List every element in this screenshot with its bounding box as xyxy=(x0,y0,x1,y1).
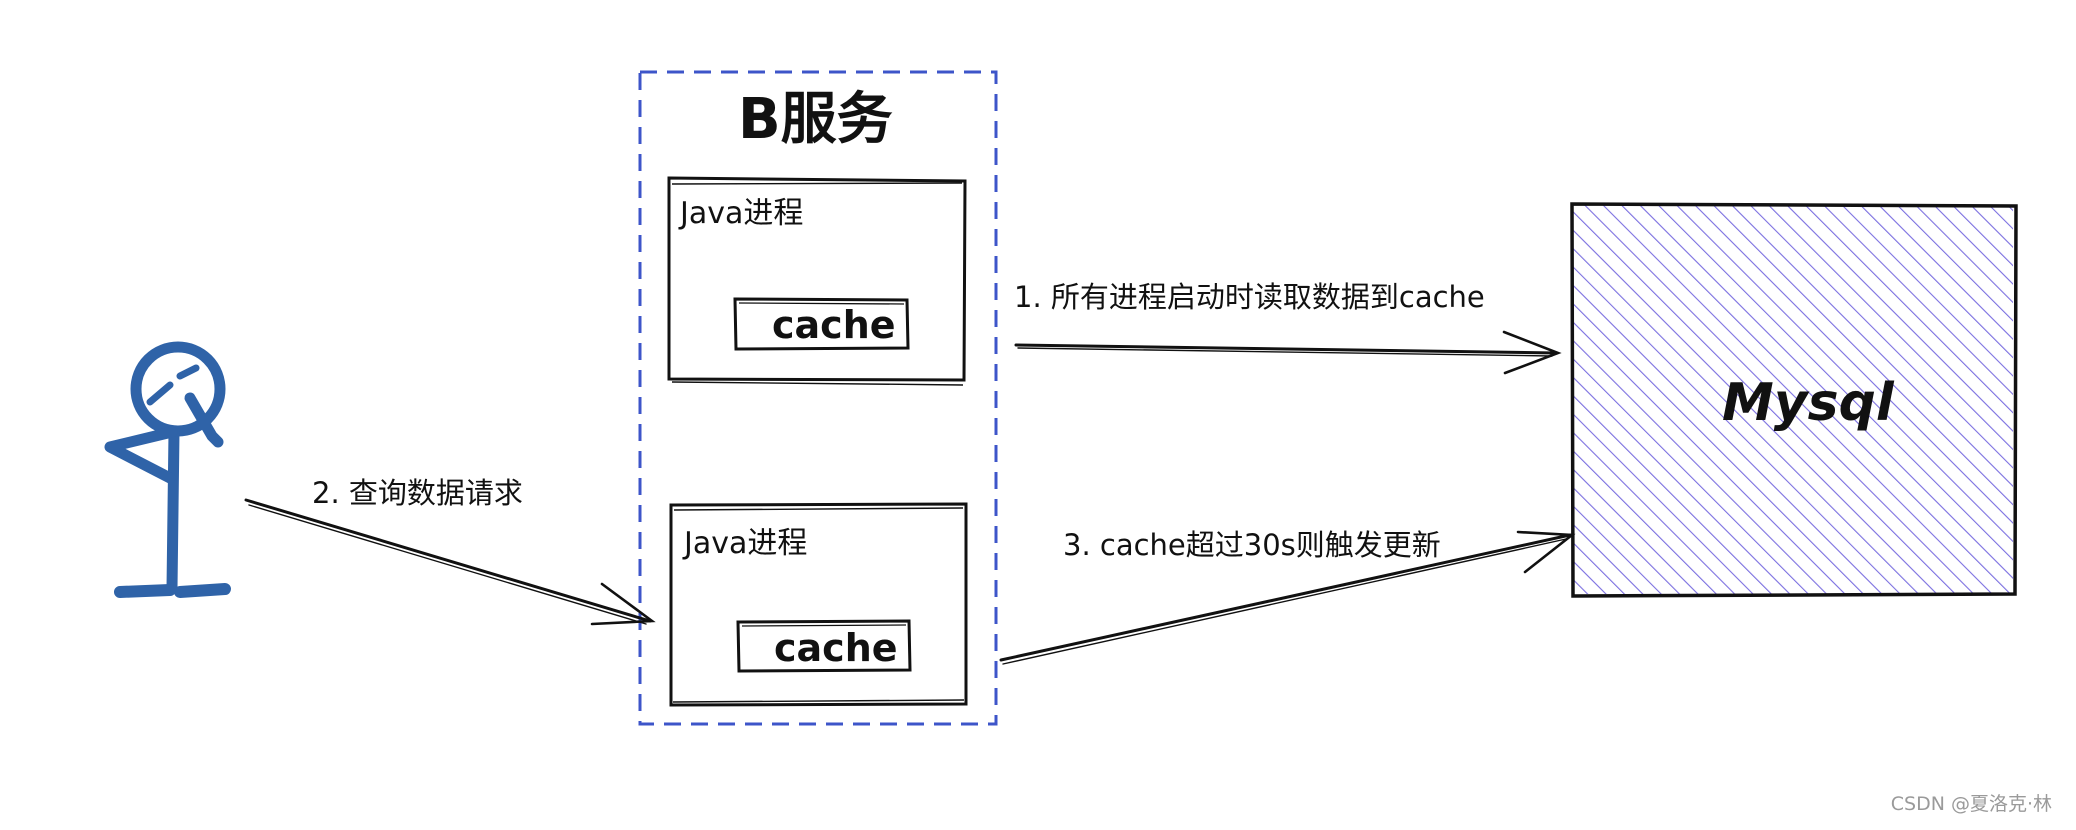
user-figure-icon xyxy=(104,341,231,598)
mysql-database: Mysql xyxy=(1570,202,2018,598)
arrow-load-on-start-label: 1. 所有进程启动时读取数据到cache xyxy=(1014,280,1485,314)
arrow-query-request xyxy=(244,498,656,626)
cache-2-label: cache xyxy=(774,626,898,670)
arrow-load-on-start xyxy=(1014,330,1562,375)
watermark: CSDN @夏洛克·林 xyxy=(1890,793,2052,815)
user-feet xyxy=(114,583,231,598)
java-process-1: Java进程 cache xyxy=(667,176,967,386)
java-process-2-label: Java进程 xyxy=(682,526,807,561)
user-left-arm xyxy=(104,426,178,484)
arrow-cache-refresh-label: 3. cache超过30s则触发更新 xyxy=(1063,528,1441,562)
cache-box-2: cache xyxy=(736,619,912,673)
service-boundary xyxy=(638,70,998,726)
mysql-label: Mysql xyxy=(1722,373,1895,433)
arrow-cache-refresh xyxy=(999,530,1576,665)
java-process-1-label: Java进程 xyxy=(678,196,803,231)
user-glasses xyxy=(146,364,200,406)
cache-1-label: cache xyxy=(772,303,896,347)
cache-box-1: cache xyxy=(733,297,910,351)
java-process-2: Java进程 cache xyxy=(669,502,968,707)
service-title: B服务 xyxy=(738,87,893,152)
user-body xyxy=(166,426,180,594)
arrow-query-request-label: 2. 查询数据请求 xyxy=(312,476,523,510)
user-right-arm xyxy=(184,392,224,448)
